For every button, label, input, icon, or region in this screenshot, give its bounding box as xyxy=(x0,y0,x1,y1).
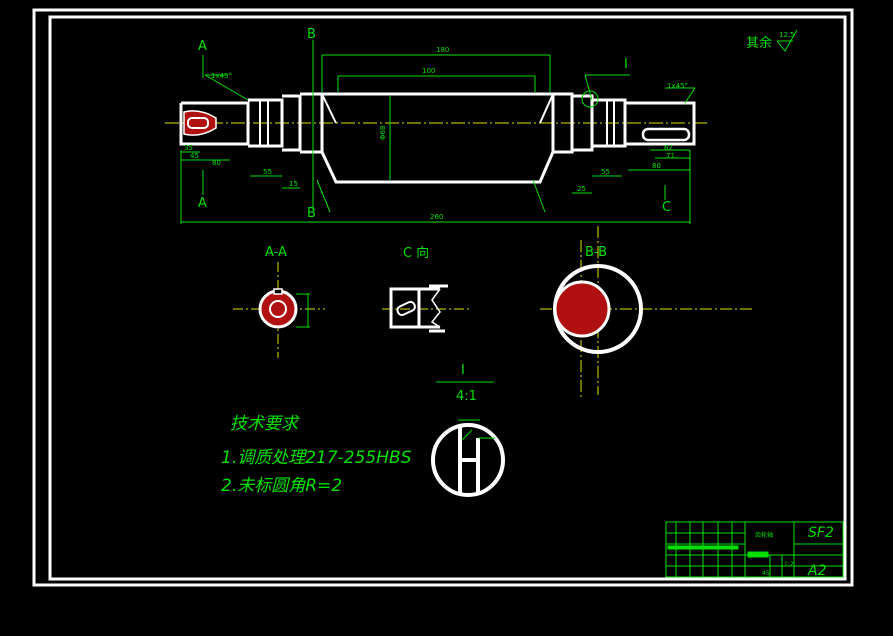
svg-text:80: 80 xyxy=(652,162,661,170)
chamfer-left: 1x45° xyxy=(211,72,232,80)
svg-text:Φ68: Φ68 xyxy=(379,126,387,140)
view-c xyxy=(382,284,470,333)
gear-body xyxy=(320,92,555,184)
svg-text:55: 55 xyxy=(263,168,272,176)
dimension-lines xyxy=(180,40,696,224)
view-label-detail-i: I xyxy=(461,363,465,378)
section-mark-a-bottom: A xyxy=(198,196,207,211)
dimension-text: 180 100 Φ68 260 80 55 15 25 55 80 62 71 … xyxy=(184,46,675,221)
outer-frame xyxy=(32,8,854,587)
svg-text:55: 55 xyxy=(601,168,610,176)
title-block-material: 45 xyxy=(762,570,770,577)
title-block-sheet: A2 xyxy=(807,563,827,579)
section-mark-b-top: B xyxy=(307,27,316,42)
section-mark-c: C xyxy=(662,200,671,215)
svg-text:15: 15 xyxy=(289,180,298,188)
tech-req-line-2: 2.未标圆角R=2 xyxy=(221,476,342,496)
detail-i-view xyxy=(431,419,505,497)
detail-scale: 4:1 xyxy=(456,389,477,404)
svg-text:35: 35 xyxy=(184,144,193,152)
detail-mark: I xyxy=(624,57,628,72)
svg-text:100: 100 xyxy=(422,67,435,75)
chamfer-right: 1x45° xyxy=(667,82,688,90)
section-mark-a-top: A xyxy=(198,39,207,54)
roughness-value: 12.5 xyxy=(779,31,795,39)
view-label-c: C 向 xyxy=(403,245,429,261)
other-surfaces-label: 其余 xyxy=(746,35,772,51)
svg-text:180: 180 xyxy=(436,46,449,54)
roughness-symbol-icon xyxy=(776,29,798,52)
title-block-part-name: 齿轮轴 xyxy=(755,531,773,539)
keyway-right xyxy=(641,127,691,142)
section-mark-b-bottom: B xyxy=(307,206,316,221)
svg-text:25: 25 xyxy=(577,185,586,193)
inner-frame xyxy=(48,15,847,581)
svg-text:62: 62 xyxy=(664,144,673,152)
title-block xyxy=(665,521,844,578)
section-bb-view xyxy=(540,226,755,400)
title-block-scale: 1:2 xyxy=(784,561,794,568)
svg-text:80: 80 xyxy=(212,159,221,167)
view-label-aa: A-A xyxy=(265,245,287,260)
svg-text:260: 260 xyxy=(430,213,443,221)
left-end-section xyxy=(183,110,217,136)
view-label-bb: B-B xyxy=(585,245,607,260)
tech-req-line-1: 1.调质处理217-255HBS xyxy=(221,448,412,468)
section-aa-view xyxy=(233,262,325,358)
shaft-main-view xyxy=(165,92,708,184)
svg-text:45: 45 xyxy=(190,152,199,160)
svg-text:71: 71 xyxy=(666,152,675,160)
tech-req-title: 技术要求 xyxy=(230,414,300,434)
title-block-code: SF2 xyxy=(808,525,834,541)
